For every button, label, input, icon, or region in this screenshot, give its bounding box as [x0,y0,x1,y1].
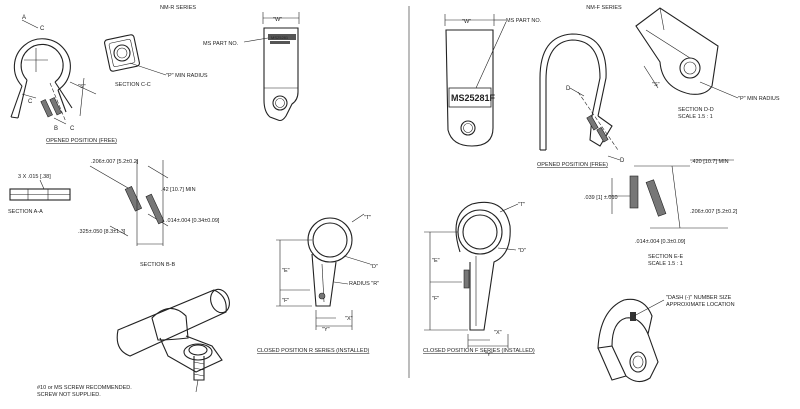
note-dash-line1: "DASH (-)" NUMBER SIZE [666,295,732,301]
dimension-w-right: "W" [462,19,471,25]
dimension-e-right: "E" [432,258,440,264]
section-letter-c2: C [28,99,33,105]
caption-section-cc: SECTION C-C [115,82,151,88]
note-screw-line1: #10 or MS SCREW RECOMMENDED. [37,385,132,391]
label-ms-part-no-right: MS PART NO. [506,18,542,24]
note-dash-line2: APPROXIMATE LOCATION [666,302,735,308]
section-letter-c3: C [70,126,75,132]
section-ee-view [608,159,734,229]
label-p-min-radius-left: "P" MIN RADIUS [166,73,208,79]
label-radius-r: RADIUS "R" [349,281,379,287]
section-dd-view [635,7,739,99]
stamp-ms-left: MS25281 [271,35,289,40]
dimension-t-left: "T" [364,215,371,221]
clamp-isometric-f [597,298,665,383]
caption-section-aa: SECTION A-A [8,209,43,215]
dimension-d-left: "D" [370,264,378,270]
caption-opened-right: OPENED POSITION (FREE) [537,162,608,168]
caption-section-dd: SECTION D-D [678,107,714,113]
caption-opened-left: OPENED POSITION (FREE) [46,138,117,144]
caption-closed-f: CLOSED POSITION F SERIES (INSTALLED) [423,348,535,354]
dimension-section-aa: 3 X .015 [.38] [18,174,51,180]
dimension-f-right: "F" [432,296,439,302]
section-letter-d2: D [620,158,625,164]
note-screw-line2: SCREW NOT SUPPLIED. [37,392,101,398]
label-p-min-radius-right: "P" MIN RADIUS [738,96,780,102]
section-cc-view [104,34,167,76]
section-letter-b: B [54,126,58,132]
dimension-206-right: .206±.007 [5.2±0.2] [690,209,738,215]
clamp-open-right [539,33,621,161]
dimension-f-left: "F" [282,298,289,304]
section-letter-a: A [22,15,26,21]
caption-closed-r: CLOSED POSITION R SERIES (INSTALLED) [257,348,370,354]
dimension-t-right: "T" [518,202,525,208]
clamp-closed-f [424,201,519,348]
dimension-014-right: .014±.004 [0.3±0.09] [635,239,686,245]
dimension-w-left: "W" [273,17,282,23]
stamp-ms-right: MS25281F [451,93,496,103]
section-bb-view [89,160,169,246]
clamp-side-left [243,12,300,122]
caption-scale-ee: SCALE 1.5 : 1 [648,261,683,267]
dimension-s-left: "S" [78,84,86,90]
dimension-d-right: "D" [518,248,526,254]
dimension-y-right: "Y" [485,352,493,358]
section-aa-view [9,179,71,201]
section-letter-d1: D [566,86,571,92]
dimension-s-right: "S" [652,82,660,88]
dimension-206-left: .206±.007 [5.2±0.2] [91,159,139,165]
clamp-open-left: A C C C B "S" [10,15,97,132]
dimension-325: .325±.050 [8.3±1.3] [78,229,126,235]
dimension-e-left: "E" [282,268,290,274]
dimension-x-right: "X" [494,330,502,336]
series-title-left: NM-R SERIES [160,5,196,11]
caption-scale-dd: SCALE 1.5 : 1 [678,114,713,120]
clamp-side-right [444,14,507,147]
label-ms-part-no-left: MS PART NO. [203,41,239,47]
dimension-42-left: .42 [10.7] MIN [161,187,196,193]
clamp-closed-r [276,213,371,330]
dimension-y-left: "Y" [322,327,330,333]
dimension-420-right: .420 [10.7] MIN [691,159,729,165]
caption-section-bb: SECTION B-B [140,262,175,268]
installed-isometric [116,288,230,393]
series-title-right: NM-F SERIES [586,5,622,11]
dimension-014-left: .014±.004 [0.34±0.09] [166,218,220,224]
dimension-x-left: "X" [345,316,353,322]
dimension-039: .039 [1] ±.010 [584,195,618,201]
section-letter-c1: C [40,26,45,32]
caption-section-ee: SECTION E-E [648,254,683,260]
